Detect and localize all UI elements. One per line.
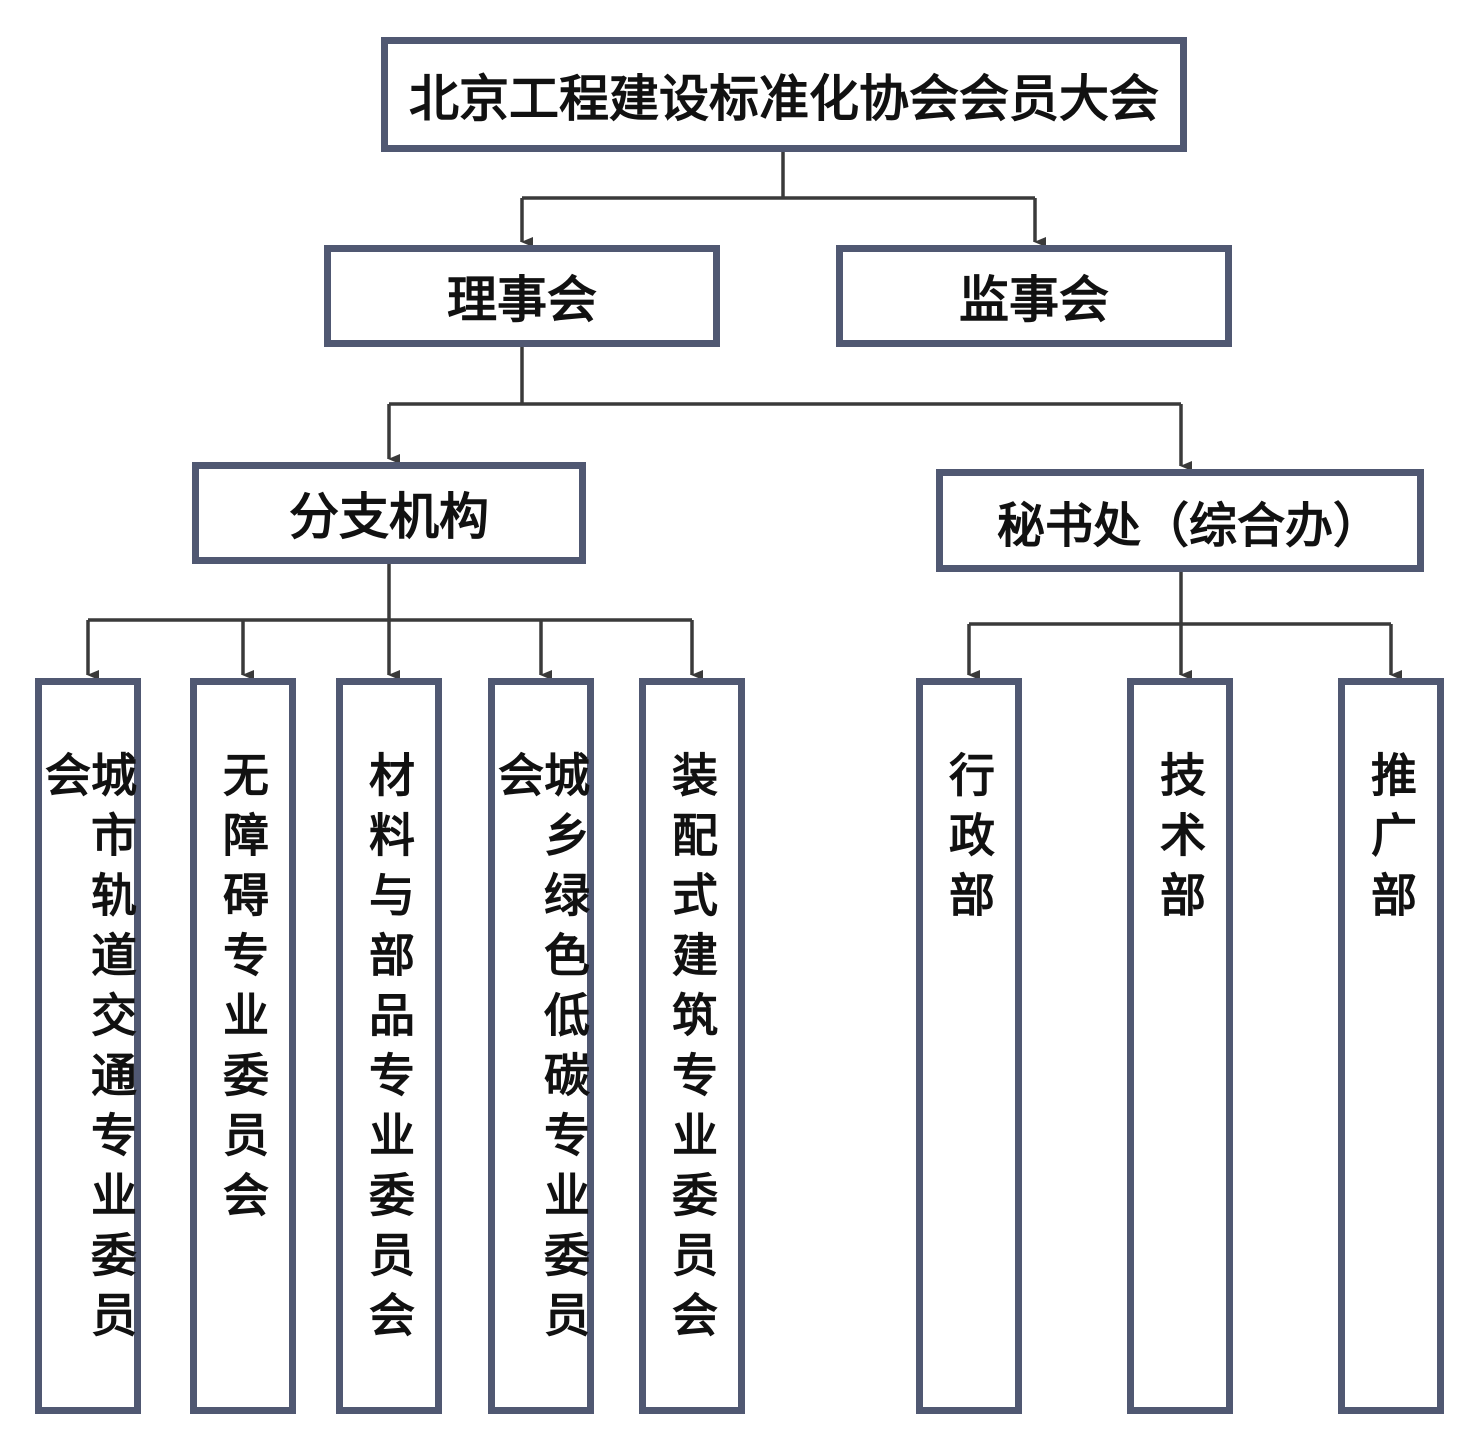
secretariat-node-label: 秘书处（综合办）: [996, 497, 1381, 554]
branch-unit-node: 装配式建筑专业委员会: [639, 678, 745, 1414]
branches-node-label: 分支机构: [289, 488, 489, 546]
department-node: 推广部: [1338, 678, 1444, 1414]
root-node-label: 北京工程建设标准化协会会员大会: [409, 69, 1159, 128]
branches-node: 分支机构: [192, 462, 586, 564]
branch-unit-node: 城乡绿色低碳专业委员会: [488, 678, 594, 1414]
branch-unit-label: 装配式建筑专业委员会: [665, 751, 719, 1351]
secretariat-node: 秘书处（综合办）: [936, 469, 1424, 572]
department-label: 行政部: [942, 751, 996, 931]
branch-unit-label: 城乡绿色低碳专业委员会: [491, 751, 591, 1351]
root-node: 北京工程建设标准化协会会员大会: [381, 37, 1187, 152]
branch-unit-label: 材料与部品专业委员会: [362, 751, 416, 1351]
branch-unit-node: 无障碍专业委员会: [190, 678, 296, 1414]
department-node: 技术部: [1127, 678, 1233, 1414]
department-node: 行政部: [916, 678, 1022, 1414]
supervisors-node: 监事会: [836, 245, 1232, 347]
branch-unit-label: 城市轨道交通专业委员会: [38, 751, 138, 1351]
board-node: 理事会: [324, 245, 720, 347]
supervisors-node-label: 监事会: [959, 271, 1109, 329]
department-label: 技术部: [1153, 751, 1207, 931]
board-node-label: 理事会: [447, 271, 597, 329]
branch-unit-node: 城市轨道交通专业委员会: [35, 678, 141, 1414]
branch-unit-label: 无障碍专业委员会: [216, 751, 270, 1231]
branch-unit-node: 材料与部品专业委员会: [336, 678, 442, 1414]
department-label: 推广部: [1364, 751, 1418, 931]
